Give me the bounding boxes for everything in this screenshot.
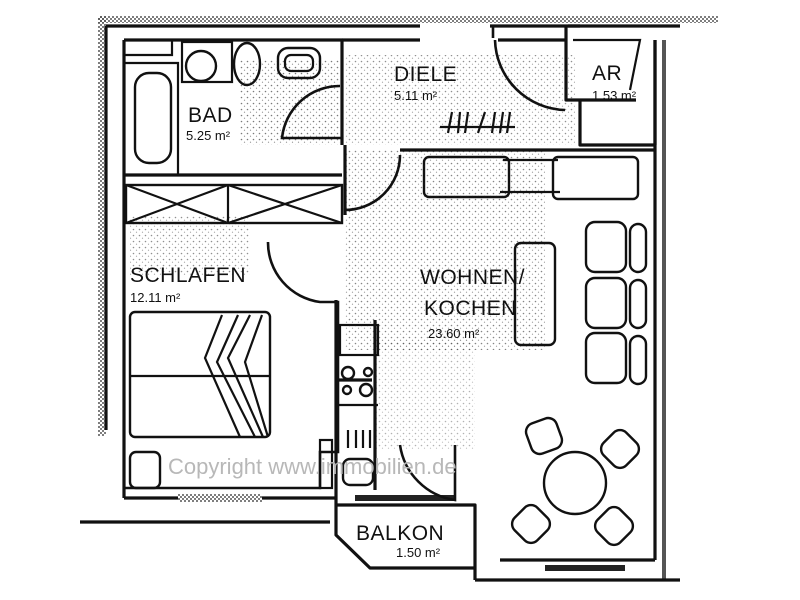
- stove-burner-1: [340, 365, 356, 381]
- room-wohnen-kochen: WOHNEN/ KOCHEN 23.60 m²: [420, 155, 648, 547]
- room-ar: AR 1.53 m²: [564, 26, 657, 147]
- room-name-kochen: KOCHEN: [424, 297, 517, 320]
- wardrobe-schlafen: [124, 183, 344, 225]
- room-area-ar: 1.53 m²: [592, 88, 637, 103]
- chair-3: [510, 503, 552, 545]
- room-name-diele: DIELE: [394, 63, 457, 86]
- coffee-table-icon: [513, 241, 557, 347]
- cushion-1: [628, 222, 648, 274]
- sink-kitchen-icon: [341, 457, 375, 487]
- room-area-diele: 5.11 m²: [394, 88, 438, 103]
- stove-burner-4: [358, 382, 374, 398]
- dining-table-icon: [542, 450, 608, 516]
- chair-1: [524, 416, 564, 456]
- room-schlafen: SCHLAFEN 12.11 m²: [124, 241, 340, 490]
- room-diele: DIELE 5.11 m²: [342, 26, 655, 215]
- copyright-watermark: Copyright www.immobilien.de: [168, 454, 457, 479]
- door-arc-balkon: [398, 444, 457, 502]
- room-area-balkon: 1.50 m²: [396, 545, 441, 560]
- cushion-2: [628, 278, 648, 330]
- room-balkon: BALKON 1.50 m²: [334, 503, 477, 580]
- room-name-balkon: BALKON: [356, 522, 444, 545]
- stove-burner-2: [362, 366, 374, 378]
- sideboard-icon: [422, 155, 511, 199]
- room-area-schlafen: 12.11 m²: [130, 290, 181, 305]
- blanket-icon: [203, 314, 270, 438]
- room-name-schlafen: SCHLAFEN: [130, 264, 246, 287]
- sink-icon: [184, 49, 218, 83]
- tv-cabinet-icon: [551, 155, 640, 201]
- washbasin-icon: [276, 46, 322, 80]
- room-area-bad: 5.25 m²: [186, 128, 231, 143]
- room-name-ar: AR: [592, 62, 622, 85]
- outer-wall-band: [98, 16, 718, 580]
- chair-2: [599, 428, 641, 470]
- room-name-bad: BAD: [188, 104, 233, 127]
- floor-hatch: [130, 55, 575, 450]
- room-name-wohnen: WOHNEN/: [420, 266, 525, 289]
- coat-rack-icon: [440, 111, 515, 134]
- room-area-wohnen: 23.60 m²: [428, 326, 480, 341]
- door-arc-schlafen: [124, 241, 340, 490]
- bathtub-icon: [133, 71, 173, 165]
- nightstand-icon: [128, 450, 162, 490]
- outer-walls: [80, 24, 680, 582]
- cushion-3: [628, 334, 648, 386]
- stove-burner-3: [341, 384, 353, 396]
- armchair-3: [584, 331, 628, 385]
- toilet-icon: [232, 41, 262, 87]
- door-arc-entrance: [491, 26, 566, 112]
- windows: [178, 494, 625, 571]
- armchair-2: [584, 276, 628, 330]
- bed-icon: [128, 310, 272, 439]
- kitchen-unit: [334, 300, 380, 505]
- door-arc-wohnen: [343, 154, 402, 212]
- chair-4: [593, 505, 635, 547]
- armchair-1: [584, 220, 628, 274]
- door-arc-bad: [280, 84, 342, 140]
